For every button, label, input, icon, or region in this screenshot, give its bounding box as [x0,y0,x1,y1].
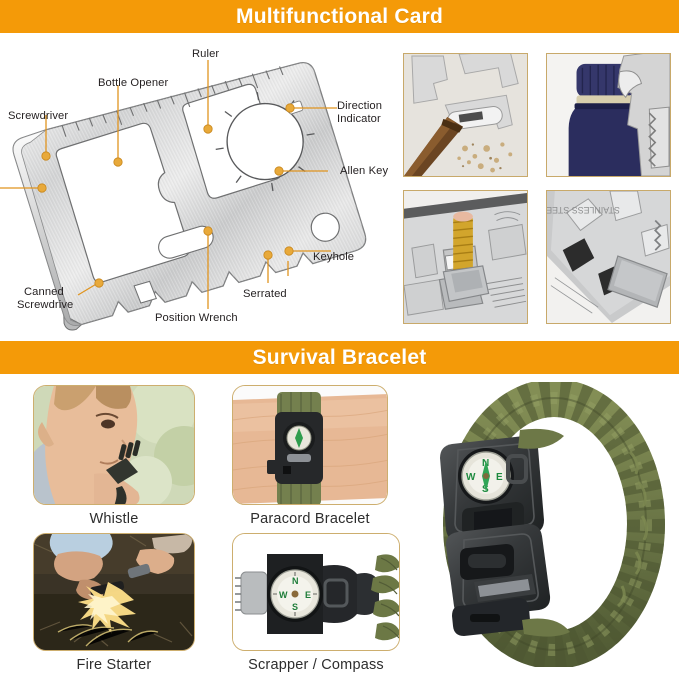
hero-survival-bracelet: N S E W [424,379,676,669]
photo-sawing-wood [403,53,528,177]
callout-label-screwdriver: Screwdriver [8,110,69,122]
photo-bottle-opening-image [547,54,670,176]
callout-label-canned-screwdrive-line2: Screwdrive [17,299,74,311]
tile-scrapper-compass-image: N S E W [233,534,399,650]
photo-bottle-opening [546,53,671,177]
hero-compass-west-label: W [466,472,476,483]
hero-compass-east-label: E [496,472,503,483]
callout-label-keyhole: Keyhole [313,251,355,263]
section-title: Survival Bracelet [252,346,427,369]
tile-fire-starter-frame [33,533,195,651]
photo-stainless-steel-detail-image: STAINLESS STEEL [547,191,670,323]
section-header-survival-bracelet: Survival Bracelet [0,341,679,374]
callout-label-allen-key: Allen Key [340,165,389,177]
tile-scrapper-compass-caption: Scrapper / Compass [248,657,384,673]
compass-east-label: E [305,590,311,600]
tile-paracord-bracelet: Paracord Bracelet [232,385,388,530]
compass-south-label: S [292,602,298,612]
tile-paracord-bracelet-caption: Paracord Bracelet [250,511,370,527]
engraving-text: STAINLESS STEEL [547,205,620,215]
multifunctional-card-diagram: Screwdriver Bottle Opener Ruler Directio… [0,33,396,333]
tile-fire-starter-caption: Fire Starter [76,657,152,673]
callout-label-bottle-opener: Bottle Opener [98,77,169,89]
photo-wrench-on-bolt-image [404,191,527,323]
photo-sawing-wood-image [404,54,527,176]
tile-paracord-bracelet-frame [232,385,388,505]
section-title: Multifunctional Card [236,5,443,28]
tile-scrapper-compass: N S E W [232,533,400,678]
tile-fire-starter: Fire Starter [33,533,195,678]
compass-west-label: W [279,590,288,600]
callout-label-direction-indicator-line1: Direction [337,100,383,112]
card-illustration [0,60,367,331]
tile-whistle-image [34,386,194,504]
callout-label-position-wrench: Position Wrench [155,312,238,324]
photo-wrench-on-bolt [403,190,528,324]
tile-whistle-caption: Whistle [89,511,139,527]
callout-label-direction-indicator-line2: Indicator [337,113,381,125]
tile-paracord-bracelet-image [233,386,387,504]
hero-survival-bracelet-image: N S E W [424,379,676,669]
tile-scrapper-compass-frame: N S E W [232,533,400,651]
callout-label-ruler: Ruler [192,48,220,60]
callout-label-serrated: Serrated [243,288,287,300]
tile-whistle: Whistle [33,385,195,530]
tile-whistle-frame [33,385,195,505]
tile-fire-starter-image [34,534,194,650]
photo-stainless-steel-detail: STAINLESS STEEL [546,190,671,324]
callout-label-canned-screwdrive-line1: Canned [24,286,64,298]
section-header-multifunctional-card: Multifunctional Card [0,0,679,33]
compass-north-label: N [292,576,299,586]
